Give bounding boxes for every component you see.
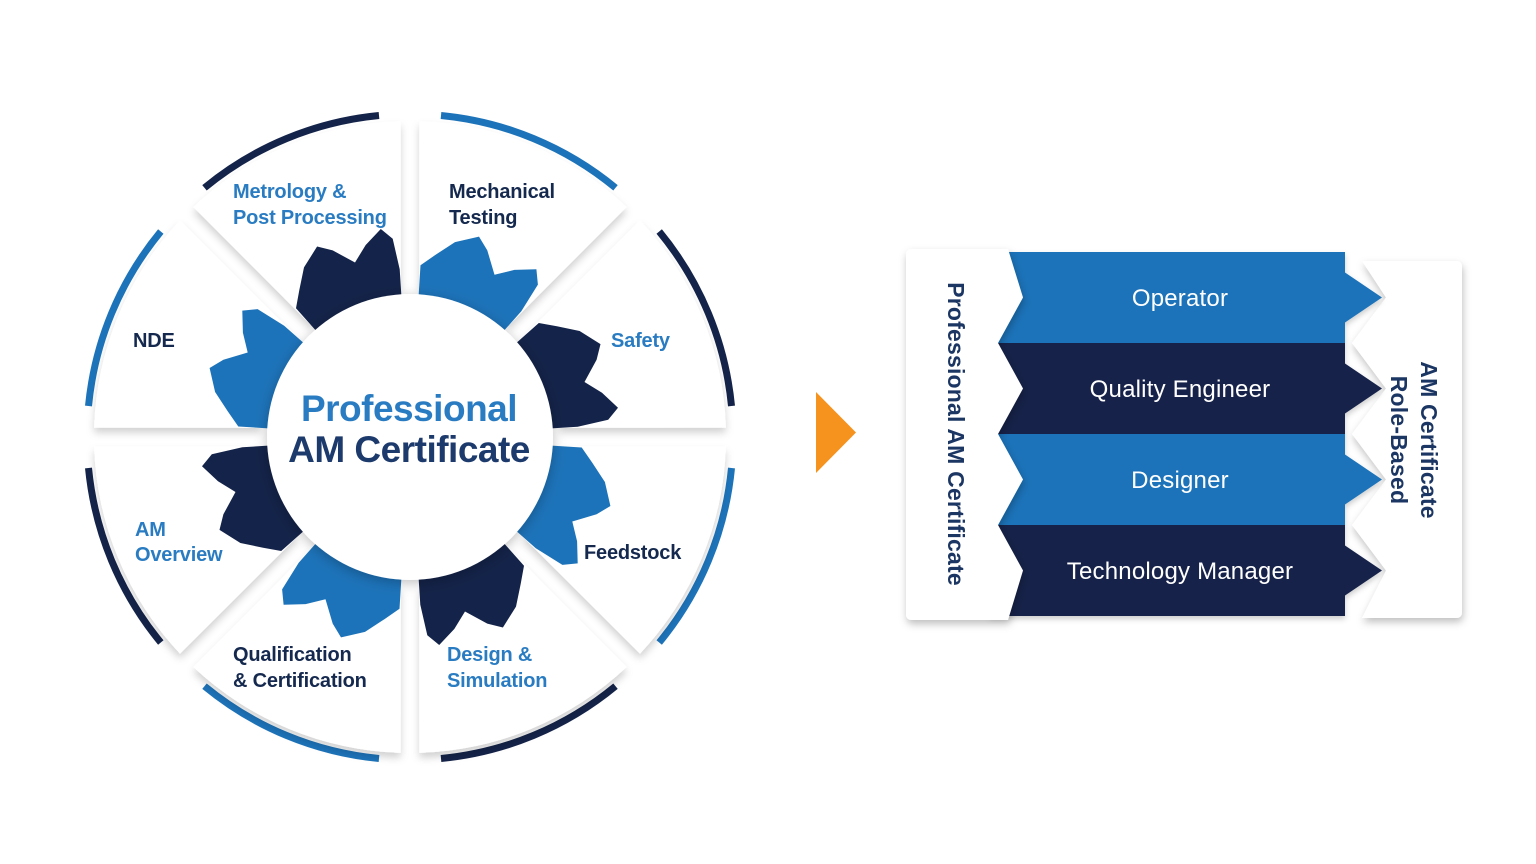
role-bars [990,252,1382,616]
label-qualification-line1: Qualification [233,644,352,666]
gear-nde [209,309,313,430]
outer-arc-design-simulation [440,683,618,762]
label-metrology-line2: Post Processing [233,207,387,229]
left-panel-label: Professional AM Certificate [943,282,969,586]
bar-label-designer: Designer [1131,467,1229,494]
outer-arc-am-overview [85,467,164,645]
label-metrology-line1: Metrology & [233,181,346,203]
bar-label-quality-engineer: Quality Engineer [1090,376,1271,403]
role-stack-diagram: Operator Quality Engineer Designer Techn… [906,249,1462,620]
label-nde: NDE [133,330,175,352]
bar-designer [990,434,1382,525]
bar-label-operator: Operator [1132,285,1228,312]
label-design-line1: Design & [447,644,532,666]
outer-arc-mechanical-testing [440,112,618,191]
right-panel-label-line1: Role-Based [1386,376,1412,505]
outer-arc-safety [656,229,735,407]
label-qualification-line2: & Certification [233,670,367,692]
gear-design-simulation [417,534,524,645]
bar-operator [990,252,1382,343]
label-mechanical-line2: Testing [449,207,517,229]
gear-metrology-post-processing [296,229,403,340]
gear-feedstock [507,444,611,565]
label-mechanical-line1: Mechanical [449,181,555,203]
bar-label-technology-manager: Technology Manager [1067,558,1293,585]
wheel-center-circle [267,294,553,580]
wheel-segment-labels: Metrology & Post Processing Mechanical T… [133,181,682,692]
label-design-line2: Simulation [447,670,547,692]
outer-arc-qualification-certification [202,683,380,762]
outer-arc-feedstock [656,467,735,645]
outer-arc-metrology-post-processing [202,112,380,191]
gear-mechanical-testing [417,236,538,340]
gear-qualification-certification [282,534,403,638]
certificate-wheel [85,112,735,762]
right-panel-label-line2: AM Certificate [1416,361,1442,518]
wheel-center-title-line2: AM Certificate [288,429,530,470]
left-panel [906,249,1023,620]
outer-arc-nde [85,229,164,407]
bar-technology-manager [990,525,1382,616]
label-am-overview-line2: Overview [135,544,223,566]
arrow-right-icon [816,392,856,473]
wheel-center-title-line1: Professional [301,388,517,429]
label-safety: Safety [611,330,671,352]
gear-safety [507,323,618,430]
label-am-overview-line1: AM [135,519,166,541]
bar-quality-engineer [990,343,1382,434]
label-feedstock: Feedstock [584,542,682,564]
gear-am-overview [202,444,313,551]
right-panel [1352,261,1462,618]
